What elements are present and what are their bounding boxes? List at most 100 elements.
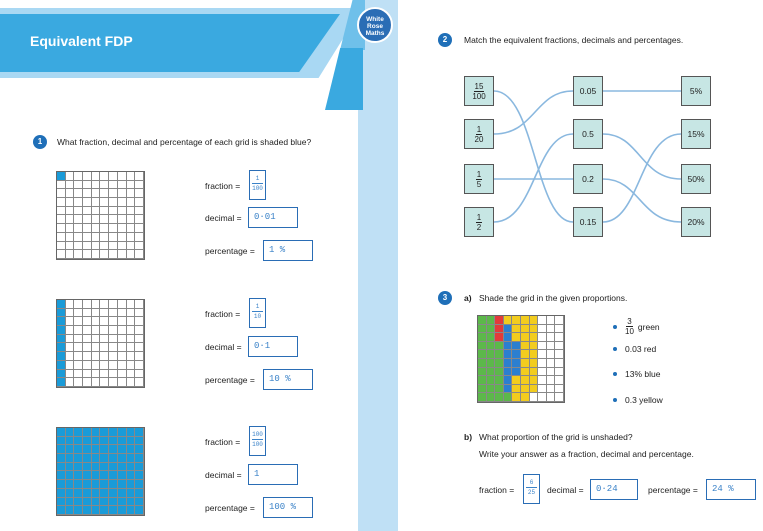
grid-cell[interactable] [486,350,496,359]
grid-cell[interactable] [495,376,504,385]
grid-cell[interactable] [503,341,513,351]
decimal-answer-box[interactable]: 0·24 [590,479,638,500]
grid-cell[interactable] [512,376,521,385]
grid-cell[interactable] [521,324,530,334]
grid-cell[interactable] [538,393,547,402]
grid-cell[interactable] [512,333,521,342]
percentage-answer-box[interactable]: 1 % [263,240,313,261]
grid-cell[interactable] [486,384,496,394]
grid-cell[interactable] [478,316,487,325]
decimal-card[interactable]: 0.15 [573,207,603,237]
decimal-answer-box[interactable]: 0·01 [248,207,298,228]
grid-cell[interactable] [546,316,556,325]
grid-cell[interactable] [503,359,513,368]
grid-cell[interactable] [538,316,547,325]
grid-cell[interactable] [495,341,504,351]
grid-cell[interactable] [546,350,556,359]
grid-cell[interactable] [512,384,521,394]
grid-cell[interactable] [521,393,530,402]
grid-cell[interactable] [478,341,487,351]
grid-cell[interactable] [529,359,539,368]
grid-cell[interactable] [486,376,496,385]
grid-cell[interactable] [546,324,556,334]
grid-cell[interactable] [546,376,556,385]
grid-cell[interactable] [538,350,547,359]
grid-cell[interactable] [555,341,564,351]
grid-cell[interactable] [529,316,539,325]
grid-cell[interactable] [521,376,530,385]
grid-cell[interactable] [478,324,487,334]
grid-cell[interactable] [478,350,487,359]
grid-cell[interactable] [555,384,564,394]
grid-cell[interactable] [538,324,547,334]
percentage-card[interactable]: 20% [681,207,711,237]
grid-cell[interactable] [512,341,521,351]
grid-cell[interactable] [546,393,556,402]
grid-cell[interactable] [555,393,564,402]
grid-cell[interactable] [521,350,530,359]
grid-cell[interactable] [538,376,547,385]
grid-cell[interactable] [503,316,513,325]
grid-cell[interactable] [512,316,521,325]
percentage-card[interactable]: 15% [681,119,711,149]
grid-cell[interactable] [529,367,539,377]
grid-cell[interactable] [495,393,504,402]
grid-cell[interactable] [503,367,513,377]
grid-cell[interactable] [555,324,564,334]
grid-cell[interactable] [529,393,539,402]
grid-cell[interactable] [495,367,504,377]
grid-cell[interactable] [546,333,556,342]
grid-cell[interactable] [478,376,487,385]
grid-cell[interactable] [486,367,496,377]
grid-cell[interactable] [521,341,530,351]
grid-cell[interactable] [529,376,539,385]
grid-cell[interactable] [478,393,487,402]
grid-cell[interactable] [503,333,513,342]
grid-cell[interactable] [512,367,521,377]
decimal-card[interactable]: 0.5 [573,119,603,149]
grid-cell[interactable] [521,333,530,342]
grid-cell[interactable] [495,324,504,334]
grid-cell[interactable] [521,384,530,394]
grid-cell[interactable] [538,384,547,394]
grid-cell[interactable] [538,341,547,351]
proportion-grid[interactable] [477,315,565,403]
grid-cell[interactable] [495,316,504,325]
grid-cell[interactable] [486,333,496,342]
grid-cell[interactable] [478,367,487,377]
grid-cell[interactable] [503,393,513,402]
grid-cell[interactable] [529,350,539,359]
grid-cell[interactable] [555,367,564,377]
grid-cell[interactable] [478,359,487,368]
grid-cell[interactable] [538,359,547,368]
grid-cell[interactable] [529,324,539,334]
grid-cell[interactable] [555,359,564,368]
grid-cell[interactable] [486,359,496,368]
grid-cell[interactable] [503,324,513,334]
grid-cell[interactable] [503,384,513,394]
decimal-answer-box[interactable]: 1 [248,464,298,485]
grid-cell[interactable] [512,393,521,402]
grid-cell[interactable] [521,367,530,377]
grid-cell[interactable] [555,333,564,342]
grid-cell[interactable] [503,350,513,359]
grid-cell[interactable] [486,324,496,334]
grid-cell[interactable] [546,367,556,377]
grid-cell[interactable] [555,350,564,359]
grid-cell[interactable] [555,316,564,325]
percentage-answer-box[interactable]: 10 % [263,369,313,390]
grid-cell[interactable] [555,376,564,385]
grid-cell[interactable] [495,384,504,394]
grid-cell[interactable] [486,316,496,325]
grid-cell[interactable] [512,350,521,359]
grid-cell[interactable] [546,341,556,351]
percentage-card[interactable]: 5% [681,76,711,106]
grid-cell[interactable] [495,350,504,359]
